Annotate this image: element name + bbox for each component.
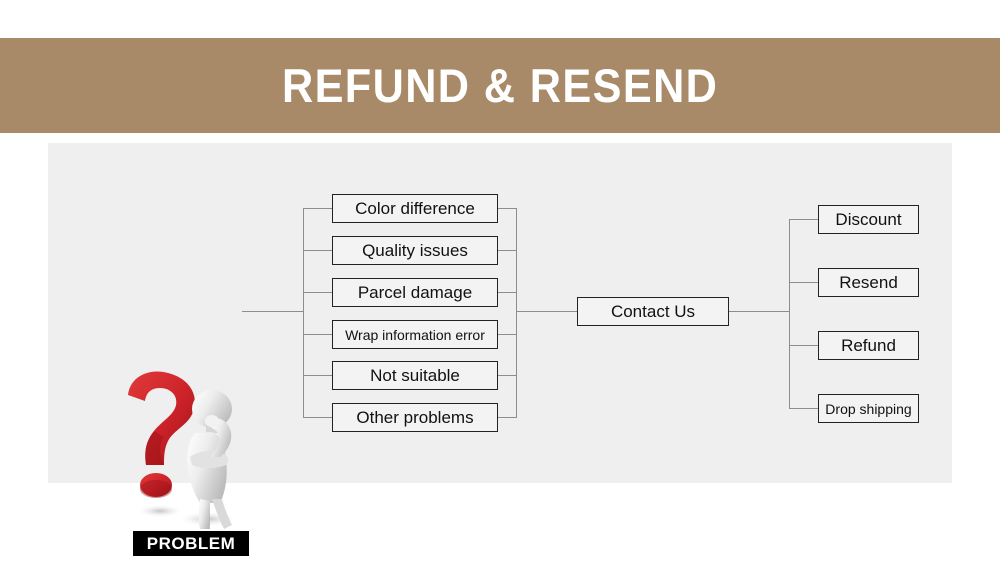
problem-node-label: Quality issues	[362, 240, 468, 260]
middle-stub-2	[498, 250, 517, 251]
problem-node-label: Wrap information error	[345, 326, 485, 343]
problem-node-not-suitable[interactable]: Not suitable	[332, 361, 498, 390]
problem-node-label: Parcel damage	[357, 282, 473, 302]
left-stub-3	[303, 292, 332, 293]
connector-left-bracket-to-contact	[516, 311, 578, 312]
problem-node-parcel-damage[interactable]: Parcel damage	[332, 278, 498, 307]
problem-node-wrap-information-error[interactable]: Wrap information error	[332, 320, 498, 349]
middle-stub-5	[498, 375, 517, 376]
contact-us-node[interactable]: Contact Us	[577, 297, 729, 326]
solution-node-label: Drop shipping	[825, 400, 912, 417]
solution-node-resend[interactable]: Resend	[818, 268, 919, 297]
right-stub-3	[789, 345, 819, 346]
left-stub-4	[303, 334, 332, 335]
diagram-panel: PROBLEM	[48, 143, 952, 556]
solution-node-refund[interactable]: Refund	[818, 331, 919, 360]
right-stub-1	[789, 219, 819, 220]
contact-us-label: Contact Us	[610, 301, 696, 321]
problem-node-label: Not suitable	[370, 365, 460, 385]
middle-stub-6	[498, 417, 517, 418]
middle-bracket-spine	[516, 208, 517, 418]
left-stub-6	[303, 417, 332, 418]
problem-node-color-difference[interactable]: Color difference	[332, 194, 498, 223]
middle-stub-3	[498, 292, 517, 293]
left-bracket-spine	[303, 208, 304, 418]
problem-node-label: Color difference	[355, 198, 475, 218]
left-stub-5	[303, 375, 332, 376]
middle-stub-1	[498, 208, 517, 209]
problem-node-other-problems[interactable]: Other problems	[332, 403, 498, 432]
solution-node-label: Refund	[841, 335, 896, 355]
problem-illustration: PROBLEM	[116, 371, 266, 561]
right-bracket-spine	[789, 219, 790, 409]
question-mark-thinking-person-icon	[128, 371, 236, 529]
connector-contact-to-right-bracket	[729, 311, 790, 312]
solution-node-drop-shipping[interactable]: Drop shipping	[818, 394, 919, 423]
right-stub-4	[789, 408, 819, 409]
refund-resend-infographic: REFUND & RESEND	[0, 38, 1000, 556]
problem-label: PROBLEM	[133, 531, 249, 556]
connector-problem-to-left-bracket	[242, 311, 303, 312]
solution-node-label: Discount	[835, 209, 902, 229]
left-stub-1	[303, 208, 332, 209]
left-stub-2	[303, 250, 332, 251]
right-stub-2	[789, 282, 819, 283]
middle-stub-4	[498, 334, 517, 335]
page-banner: REFUND & RESEND	[0, 38, 1000, 133]
solution-node-label: Resend	[839, 272, 898, 292]
problem-node-quality-issues[interactable]: Quality issues	[332, 236, 498, 265]
page-title: REFUND & RESEND	[281, 59, 719, 112]
solution-node-discount[interactable]: Discount	[818, 205, 919, 234]
problem-node-label: Other problems	[356, 407, 474, 427]
